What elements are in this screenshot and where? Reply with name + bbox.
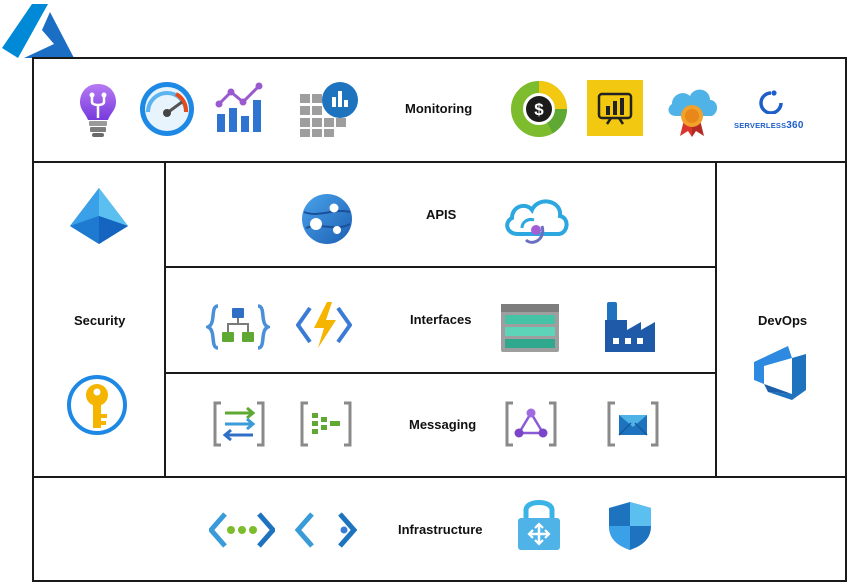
key-vault-icon [66,374,128,436]
interfaces-label: Interfaces [410,312,472,327]
security-label: Security [74,313,126,328]
virtual-network-icon [209,510,275,550]
apis-section [164,161,717,268]
log-analytics-icon [298,80,360,138]
devops-label: DevOps [758,313,808,328]
azure-functions-icon [296,300,352,350]
application-insights-icon [78,82,118,140]
security-center-icon [607,500,653,552]
vpn-gateway-icon [516,496,562,552]
monitoring-label: Monitoring [405,101,473,116]
api-management-icon [502,192,572,252]
storage-icon [501,304,559,352]
cloud-certificate-icon [664,80,722,138]
power-bi-icon [587,80,643,136]
dashboard-gauge-icon [138,80,196,138]
logic-apps-icon [206,302,270,352]
queue-storage-icon [607,401,659,447]
serverless360-logo: SERVERLESS360 [734,120,804,131]
data-factory-icon [603,300,657,354]
infrastructure-label: Infrastructure [398,522,483,537]
active-directory-icon [66,186,132,248]
infrastructure-section [32,476,847,582]
service-bus-icon [213,401,265,447]
cost-management-icon: $ [510,80,568,138]
serverless360-icon [758,90,784,114]
svg-text:$: $ [534,100,544,119]
azure-devops-icon [752,344,810,402]
apis-label: APIS [426,207,457,222]
event-hubs-icon [300,401,352,447]
private-endpoint-icon [294,510,358,550]
app-service-icon [300,192,354,246]
messaging-label: Messaging [409,417,477,432]
azure-logo-icon [2,2,74,58]
event-grid-icon [505,401,557,447]
metrics-chart-icon [215,82,267,134]
